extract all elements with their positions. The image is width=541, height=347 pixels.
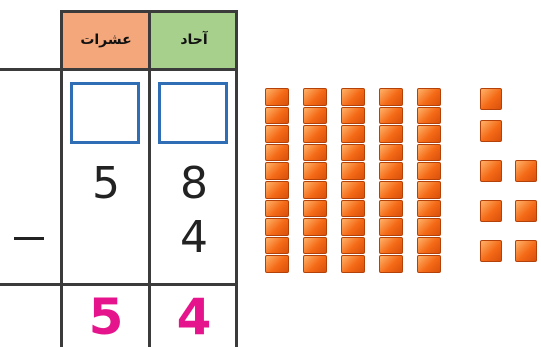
minuend-ones-digit: 8: [152, 158, 236, 210]
rod-cube: [303, 200, 327, 218]
result-tens-digit: 5: [64, 290, 148, 344]
rod-cube: [303, 125, 327, 143]
rod-cube: [417, 237, 441, 255]
rod-cube: [265, 107, 289, 125]
table-left-border: [60, 12, 63, 347]
rod-cube: [341, 218, 365, 236]
tens-rod: [341, 88, 365, 274]
rod-cube: [341, 88, 365, 106]
rod-cube: [417, 125, 441, 143]
rod-cube: [341, 181, 365, 199]
rod-cube: [303, 255, 327, 273]
unit-cube: [480, 88, 502, 110]
ones-answer-box[interactable]: [158, 82, 228, 144]
result-line: [0, 283, 238, 286]
rod-cube: [341, 200, 365, 218]
rod-cube: [265, 200, 289, 218]
rod-cube: [265, 88, 289, 106]
rod-cube: [341, 237, 365, 255]
rod-cube: [417, 88, 441, 106]
rod-cube: [265, 237, 289, 255]
rod-cube: [417, 218, 441, 236]
ones-header: آحاد: [150, 12, 238, 68]
rod-cube: [379, 237, 403, 255]
place-value-table: عشرات آحاد 5 8 4 5 4: [0, 0, 240, 347]
rod-cube: [303, 218, 327, 236]
rod-cube: [417, 162, 441, 180]
unit-cube: [515, 240, 537, 262]
tens-rod: [417, 88, 441, 274]
unit-cube: [480, 200, 502, 222]
tens-header: عشرات: [62, 12, 150, 68]
rod-cube: [417, 144, 441, 162]
tens-answer-box[interactable]: [70, 82, 140, 144]
result-ones-digit: 4: [152, 290, 236, 344]
rod-cube: [379, 162, 403, 180]
rod-cube: [341, 107, 365, 125]
header-bottom-border: [0, 68, 238, 71]
rod-cube: [265, 144, 289, 162]
rod-cube: [379, 218, 403, 236]
rod-cube: [417, 107, 441, 125]
minuend-tens-digit: 5: [64, 158, 148, 210]
unit-cube: [515, 200, 537, 222]
table-column-divider: [148, 12, 151, 347]
subtrahend-ones-digit: 4: [152, 212, 236, 264]
rod-cube: [379, 144, 403, 162]
rod-cube: [417, 255, 441, 273]
rod-cube: [303, 107, 327, 125]
rod-cube: [265, 125, 289, 143]
tens-rod: [265, 88, 289, 274]
rod-cube: [417, 200, 441, 218]
rod-cube: [379, 200, 403, 218]
rod-cube: [303, 144, 327, 162]
rod-cube: [341, 125, 365, 143]
rod-cube: [303, 162, 327, 180]
tens-rod: [379, 88, 403, 274]
rod-cube: [379, 107, 403, 125]
rod-cube: [265, 255, 289, 273]
rod-cube: [265, 218, 289, 236]
unit-cube: [515, 160, 537, 182]
header-top-border: [60, 10, 238, 13]
unit-cube: [480, 120, 502, 142]
rod-cube: [417, 181, 441, 199]
rod-cube: [379, 181, 403, 199]
tens-rod: [303, 88, 327, 274]
unit-cube: [480, 160, 502, 182]
rod-cube: [341, 144, 365, 162]
rod-cube: [265, 162, 289, 180]
unit-cube: [480, 240, 502, 262]
rod-cube: [341, 255, 365, 273]
rod-cube: [303, 181, 327, 199]
rod-cube: [379, 88, 403, 106]
rod-cube: [379, 125, 403, 143]
base-ten-blocks: [255, 80, 541, 270]
rod-cube: [379, 255, 403, 273]
rod-cube: [303, 237, 327, 255]
rod-cube: [303, 88, 327, 106]
minus-sign: [14, 237, 44, 240]
rod-cube: [341, 162, 365, 180]
rod-cube: [265, 181, 289, 199]
